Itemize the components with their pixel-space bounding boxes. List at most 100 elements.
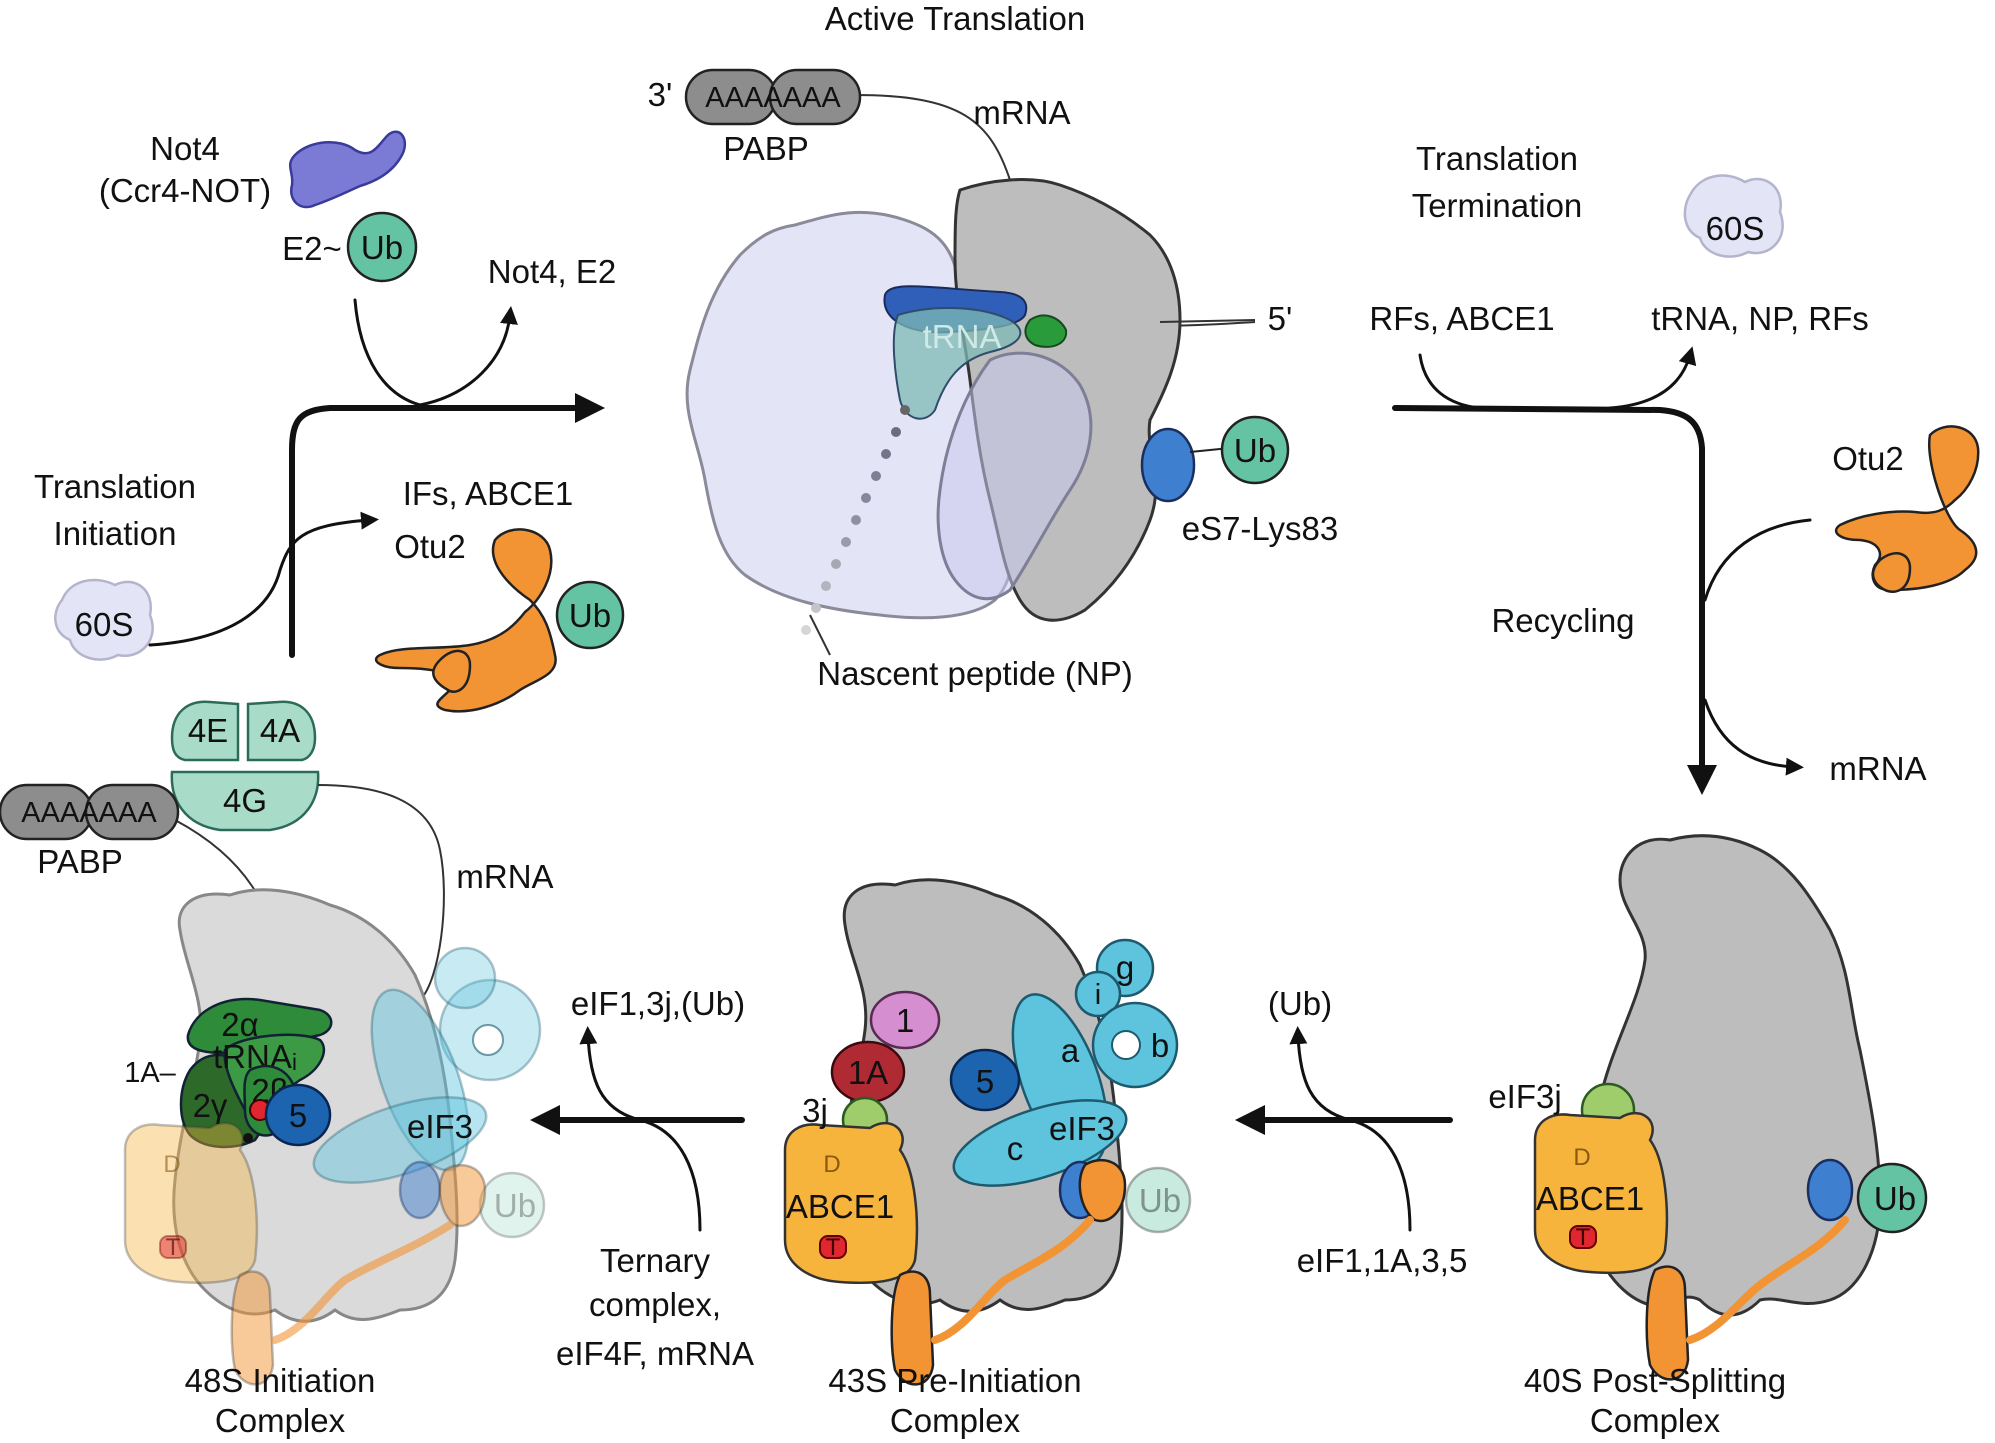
eif1a-dash-label: 1A– (124, 1057, 176, 1089)
subunit-60s-left-label: 60S (75, 606, 134, 643)
abce1-40s-t-site (1569, 1225, 1597, 1249)
ifs-abce1-label: IFs, ABCE1 (403, 475, 574, 512)
ub-43s (1124, 1166, 1192, 1234)
complex-43s-label-2: Complex (890, 1402, 1021, 1439)
not4-e2-label: Not4, E2 (488, 253, 616, 290)
eif2-gamma-label: 2γ (193, 1087, 228, 1124)
eS7-40s (1806, 1158, 1854, 1222)
otu2-48s-linker (271, 1221, 454, 1344)
eif5-43s (949, 1048, 1021, 1112)
otu2-right (1834, 425, 1980, 594)
nascent-peptide-label: Nascent peptide (NP) (817, 655, 1132, 692)
active-translation-title: Active Translation (825, 0, 1085, 37)
eif3-48s-label: eIF3 (407, 1108, 473, 1145)
complex-40s-post-splitting: ABCE1 D T Ub (1533, 834, 1928, 1381)
abce1-43s-d: D (823, 1151, 840, 1178)
eif4a-label: 4A (260, 712, 300, 749)
otu2-48s (230, 1270, 275, 1386)
eif1-3j-ub-label: eIF1,3j,(Ub) (571, 985, 745, 1022)
pabp-top: AAAAAAA (684, 68, 862, 126)
mrna-label-left: mRNA (456, 858, 553, 895)
abce1-40s-t: T (1576, 1224, 1591, 1251)
eif3-g-43s-label: g (1116, 949, 1134, 986)
translation-initiation-label-2: Initiation (54, 515, 177, 552)
eif4g-label: 4G (223, 782, 267, 819)
eif3-outer-48s-hole (472, 1024, 504, 1056)
ub-left-free (555, 580, 625, 650)
eif3j-40s-label: eIF3j (1488, 1078, 1561, 1115)
pabp-label-left: PABP (37, 843, 123, 880)
subunit-60s-right (1683, 174, 1784, 258)
ternary-label-3: eIF4F, mRNA (556, 1335, 754, 1372)
abce1-40s-d: D (1573, 1144, 1590, 1171)
ub-out-arrow (1289, 1026, 1352, 1122)
ub-40s-label: Ub (1874, 1180, 1916, 1217)
abce1-40s-label: ABCE1 (1536, 1180, 1644, 1217)
trna-active: tRNA (883, 285, 1068, 420)
mrna-label-top: mRNA (973, 94, 1070, 131)
five-prime-label: 5' (1268, 300, 1293, 337)
five-prime-pointer (1159, 319, 1256, 323)
trna-np-rfs-label: tRNA, NP, RFs (1651, 300, 1869, 337)
not4-out-arrow (418, 306, 518, 407)
mrna-out-label: mRNA (1829, 750, 1926, 787)
eif3-i-43s-label: i (1095, 979, 1101, 1011)
pabp-label-top: PABP (723, 130, 809, 167)
abce1-48s-t: T (166, 1234, 181, 1261)
eS7-lys83 (1140, 427, 1196, 503)
rfs-abce1-label: RFs, ABCE1 (1369, 300, 1554, 337)
poly-a-tail-top: AAAAAAA (705, 82, 841, 114)
recycling-label: Recycling (1491, 602, 1634, 639)
ub-on-e2 (346, 211, 418, 283)
otu2-40s-linker (1686, 1216, 1849, 1344)
eif3j-43s-label: 3j (802, 1092, 828, 1129)
ub-48s-label: Ub (494, 1187, 536, 1224)
eif3-b-43s-hole (1111, 1030, 1141, 1060)
eS7-48s (398, 1160, 442, 1220)
not4-in-arrow (353, 298, 422, 407)
paren-ub-label: (Ub) (1268, 985, 1332, 1022)
ub-40s (1856, 1162, 1928, 1234)
not4-protein (288, 130, 407, 209)
rfs-in-arrow (1418, 353, 1482, 410)
ub-on-eS7 (1220, 415, 1290, 485)
abce1-43s-label: ABCE1 (786, 1188, 894, 1225)
nascent-peptide-chain (801, 405, 910, 635)
otu2-48s-head (438, 1163, 487, 1228)
otu2-40s (1645, 1265, 1690, 1381)
trna-anchor-48s (243, 1133, 253, 1143)
ternary-in-arrow (638, 1118, 702, 1232)
abce1-43s (783, 1121, 919, 1285)
otu2-in-arrow (1703, 518, 1812, 602)
ub-on-e2-label: Ub (361, 229, 403, 266)
subunit-60s-right-label: 60S (1706, 210, 1765, 247)
poly-a-tail-left: AAAAAAA (21, 797, 157, 829)
otu2-label-right: Otu2 (1832, 440, 1904, 477)
eif1-43s-label: 1 (896, 1002, 914, 1039)
abce1-40s (1533, 1111, 1669, 1275)
trna-label-active: tRNA (923, 318, 1002, 355)
otu2-43s (890, 1270, 935, 1386)
complex-48s-initiation: eIF3 2γ 2α tRNAᵢ 2β 5 D T Ub (123, 888, 546, 1386)
complex-43s-pre-initiation: g i b a c eIF3 1 1A 5 ABCE1 D T Ub (783, 878, 1192, 1386)
eif1-43s (869, 990, 941, 1050)
otu2-43s-linker (931, 1216, 1094, 1344)
otu2-left (374, 528, 557, 713)
eif3-b-43s-label: b (1151, 1027, 1169, 1064)
eS7-label: eS7-Lys83 (1182, 510, 1339, 547)
60s-join-arrow (148, 511, 379, 647)
eif3-i-43s (1074, 970, 1122, 1018)
eif3-43s-label: eIF3 (1049, 1110, 1115, 1147)
eif1-3j-out-arrow (579, 1026, 642, 1122)
abce1-48s-t-site (159, 1235, 187, 1259)
abce1-48s-faded (123, 1121, 259, 1285)
ribosome-60s-overlap (936, 351, 1093, 601)
eif3-top-48s (433, 946, 497, 1010)
trna-out-arrow (1608, 346, 1697, 410)
pabp-left: AAAAAAA (0, 783, 180, 841)
subunit-60s-left (54, 578, 154, 661)
ub-left-free-label: Ub (569, 597, 611, 634)
otu2-label-left: Otu2 (394, 528, 466, 565)
abce1-48s-d: D (163, 1151, 180, 1178)
